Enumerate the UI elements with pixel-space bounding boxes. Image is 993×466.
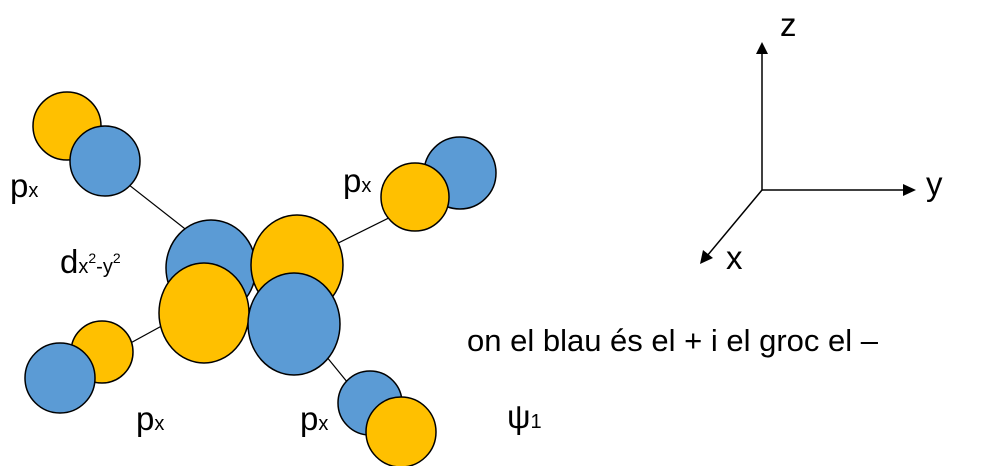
axis-x-arrowhead (700, 250, 713, 264)
label-x-subscript: x (154, 413, 164, 435)
lobe-blue-lower-right (247, 272, 341, 376)
d-orbital-center (158, 214, 344, 376)
label-p: p (343, 162, 361, 199)
label-px-bottom-right: px (300, 400, 328, 437)
label-d: d (60, 243, 78, 280)
px-orbital-top-right (380, 136, 497, 232)
label-p: p (300, 400, 318, 437)
px-orbital-top-left (32, 91, 141, 197)
label-dash-y: -y (96, 256, 113, 278)
px-orbital-bottom-left (24, 320, 134, 414)
axis-x-line (706, 189, 763, 257)
label-p: p (10, 167, 28, 204)
axis-z-arrowhead (756, 42, 768, 54)
psi-symbol: ψ (507, 398, 531, 435)
axis-y-label: y (926, 165, 943, 202)
label-px-top-right: px (343, 162, 371, 199)
label-dx2-y2: dx2-y2 (60, 243, 121, 280)
label-p: p (136, 400, 154, 437)
lobe-yellow-lower-left (158, 262, 250, 364)
sign-legend-caption: on el blau és el + i el groc el – (467, 323, 879, 358)
lobe-blue (69, 125, 141, 197)
label-dx: x (78, 256, 88, 278)
axis-x-label: x (726, 239, 743, 276)
label-x-subscript: x (361, 175, 371, 197)
axis-z-label: z (780, 6, 797, 43)
label-dsup2: 2 (113, 250, 121, 266)
lobe-yellow (380, 162, 450, 232)
psi-subscript: 1 (531, 411, 542, 433)
px-orbital-bottom-right (337, 370, 437, 466)
wavefunction-label: ψ1 (507, 398, 542, 435)
label-dsup1: 2 (88, 250, 96, 266)
axis-y-arrowhead (903, 184, 916, 196)
label-px-top-left: px (10, 167, 38, 204)
lobe-yellow (365, 396, 437, 466)
lobe-blue (24, 342, 96, 414)
label-x-subscript: x (318, 413, 328, 435)
label-px-bottom-left: px (136, 400, 164, 437)
coordinate-axes (700, 42, 916, 264)
label-x-subscript: x (28, 180, 38, 202)
